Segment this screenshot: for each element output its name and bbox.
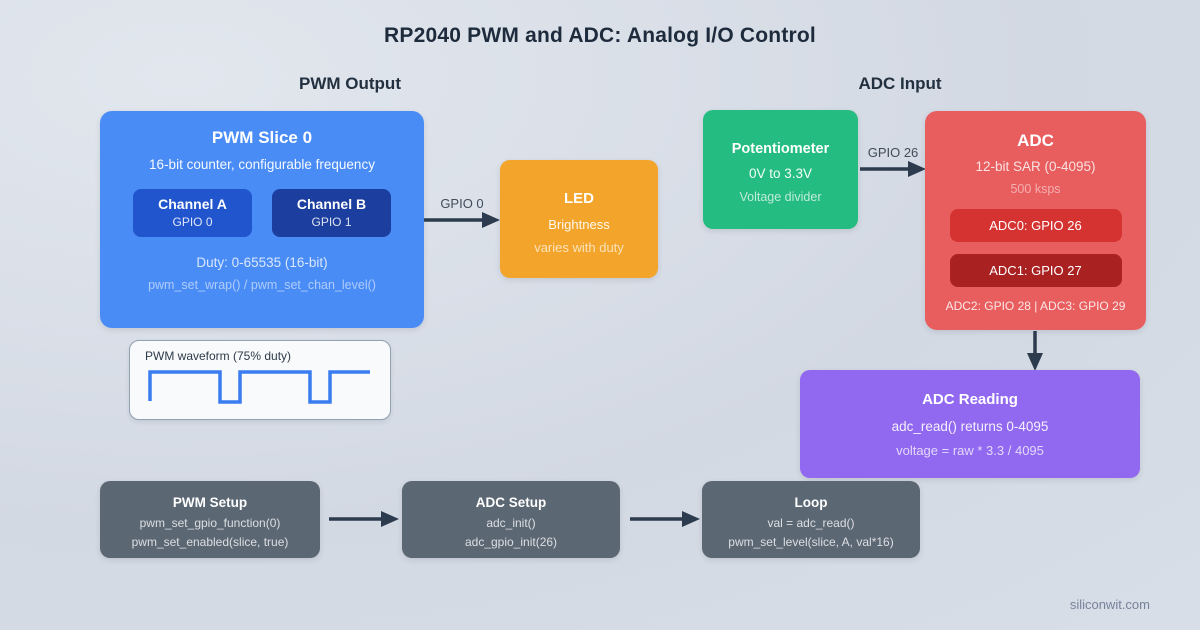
flow-box-adc-setup: ADC Setup adc_init() adc_gpio_init(26): [402, 481, 620, 558]
channel-b-title: Channel B: [296, 196, 367, 212]
channel-b-block: Channel B GPIO 1: [272, 189, 391, 237]
led-block: LED Brightness varies with duty: [500, 160, 658, 278]
led-line1: Brightness: [548, 217, 610, 232]
pwm-waveform-plot: [148, 370, 370, 404]
adc-channel1-block: ADC1: GPIO 27: [949, 254, 1122, 287]
arrow-pwm-to-led: [424, 212, 500, 228]
potentiometer-block: Potentiometer 0V to 3.3V Voltage divider: [703, 110, 858, 229]
led-title: LED: [564, 190, 594, 207]
adc-other-channels: ADC2: GPIO 28 | ADC3: GPIO 29: [945, 299, 1126, 313]
pwm-api-functions: pwm_set_wrap() / pwm_set_chan_level(): [148, 278, 376, 292]
channel-a-block: Channel A GPIO 0: [133, 189, 252, 237]
adc-line2: 500 ksps: [1010, 182, 1061, 196]
channel-a-pin: GPIO 0: [172, 215, 213, 229]
loop-line1: val = adc_read(): [767, 516, 855, 530]
adc-setup-line1: adc_init(): [486, 516, 536, 530]
adc-line1: 12-bit SAR (0-4095): [975, 159, 1096, 174]
adc-reading-title: ADC Reading: [922, 391, 1018, 408]
led-line2: varies with duty: [534, 240, 624, 255]
adc-channel0-block: ADC0: GPIO 26: [949, 209, 1122, 242]
adc-title: ADC: [1017, 131, 1054, 150]
arrow-pwmsetup-to-adcsetup: [329, 511, 399, 527]
pwm-channels-row: Channel A GPIO 0 Channel B GPIO 1: [100, 189, 424, 237]
pwm-setup-title: PWM Setup: [172, 495, 248, 510]
potentiometer-line1: 0V to 3.3V: [748, 166, 813, 181]
potentiometer-title: Potentiometer: [731, 141, 830, 157]
adc-reading-line1: adc_read() returns 0-4095: [891, 419, 1049, 434]
adc-setup-line2: adc_gpio_init(26): [464, 535, 558, 549]
watermark: siliconwit.com: [1069, 597, 1150, 612]
adc-reading-block: ADC Reading adc_read() returns 0-4095 vo…: [800, 370, 1140, 478]
channel-b-pin: GPIO 1: [311, 215, 352, 229]
pwm-waveform-label: PWM waveform (75% duty): [145, 349, 292, 363]
arrow-pot-to-adc: [860, 161, 926, 177]
adc-reading-line2: voltage = raw * 3.3 / 4095: [896, 443, 1044, 458]
pwm-slice-title: PWM Slice 0: [211, 128, 313, 147]
gpio26-arrow-label: GPIO 26: [867, 145, 919, 160]
loop-line2: pwm_set_level(slice, A, val*16): [728, 535, 894, 549]
flow-box-loop: Loop val = adc_read() pwm_set_level(slic…: [702, 481, 920, 558]
pwm-setup-line1: pwm_set_gpio_function(0): [139, 516, 281, 530]
arrow-adc-to-reading: [1027, 331, 1043, 371]
section-header-pwm-output: PWM Output: [299, 74, 401, 93]
pwm-slice-subtitle: 16-bit counter, configurable frequency: [149, 157, 375, 172]
pwm-setup-line2: pwm_set_enabled(slice, true): [131, 535, 289, 549]
section-header-adc-input: ADC Input: [858, 74, 942, 93]
arrow-adcsetup-to-loop: [630, 511, 700, 527]
adc-block: ADC 12-bit SAR (0-4095) 500 ksps ADC0: G…: [925, 111, 1146, 330]
pwm-waveform-panel: PWM waveform (75% duty): [129, 340, 391, 420]
channel-a-title: Channel A: [158, 196, 227, 212]
pwm-duty-range: Duty: 0-65535 (16-bit): [196, 255, 328, 270]
flow-box-pwm-setup: PWM Setup pwm_set_gpio_function(0) pwm_s…: [100, 481, 320, 558]
potentiometer-line2: Voltage divider: [739, 190, 822, 204]
pwm-slice-block: PWM Slice 0 16-bit counter, configurable…: [100, 111, 424, 328]
loop-title: Loop: [794, 495, 828, 510]
gpio0-arrow-label: GPIO 0: [440, 196, 484, 211]
adc-setup-title: ADC Setup: [475, 495, 547, 510]
page-title: RP2040 PWM and ADC: Analog I/O Control: [384, 24, 816, 47]
